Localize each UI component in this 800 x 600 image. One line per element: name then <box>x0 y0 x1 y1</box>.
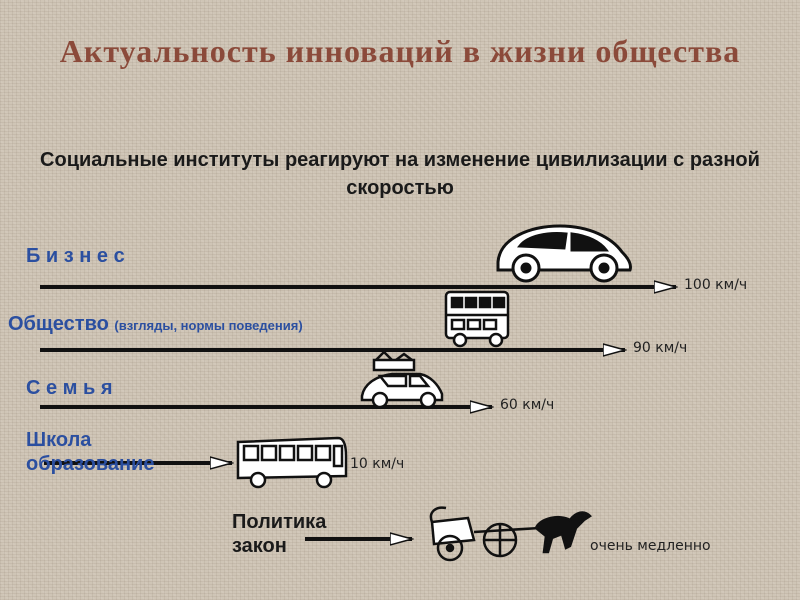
car-icon <box>496 224 632 283</box>
label-school: Школа образование <box>26 429 155 475</box>
speed-politics: очень медленно <box>590 538 711 554</box>
label-business: Б и з н е с <box>26 245 125 267</box>
label-society-note: (взгляды, нормы поведения) <box>114 318 303 333</box>
label-politics: Политика закон <box>232 511 327 557</box>
label-family: С е м ь я <box>26 377 113 399</box>
page-title: Актуальность инноваций в жизни общества <box>59 33 741 69</box>
label-society: Общество (взгляды, нормы поведения) <box>8 312 318 338</box>
double-decker-bus-icon <box>444 290 510 348</box>
subtitle: Социальные институты реагируют на измене… <box>40 149 760 199</box>
family-car-icon <box>360 350 444 409</box>
speed-society: 90 км/ч <box>633 340 688 356</box>
label-society-main: Общество <box>8 313 109 335</box>
bus-icon <box>236 436 348 489</box>
horse-carriage-icon <box>429 506 592 562</box>
speed-school: 10 км/ч <box>350 456 405 472</box>
speed-business: 100 км/ч <box>684 277 748 293</box>
speed-family: 60 км/ч <box>500 397 555 413</box>
